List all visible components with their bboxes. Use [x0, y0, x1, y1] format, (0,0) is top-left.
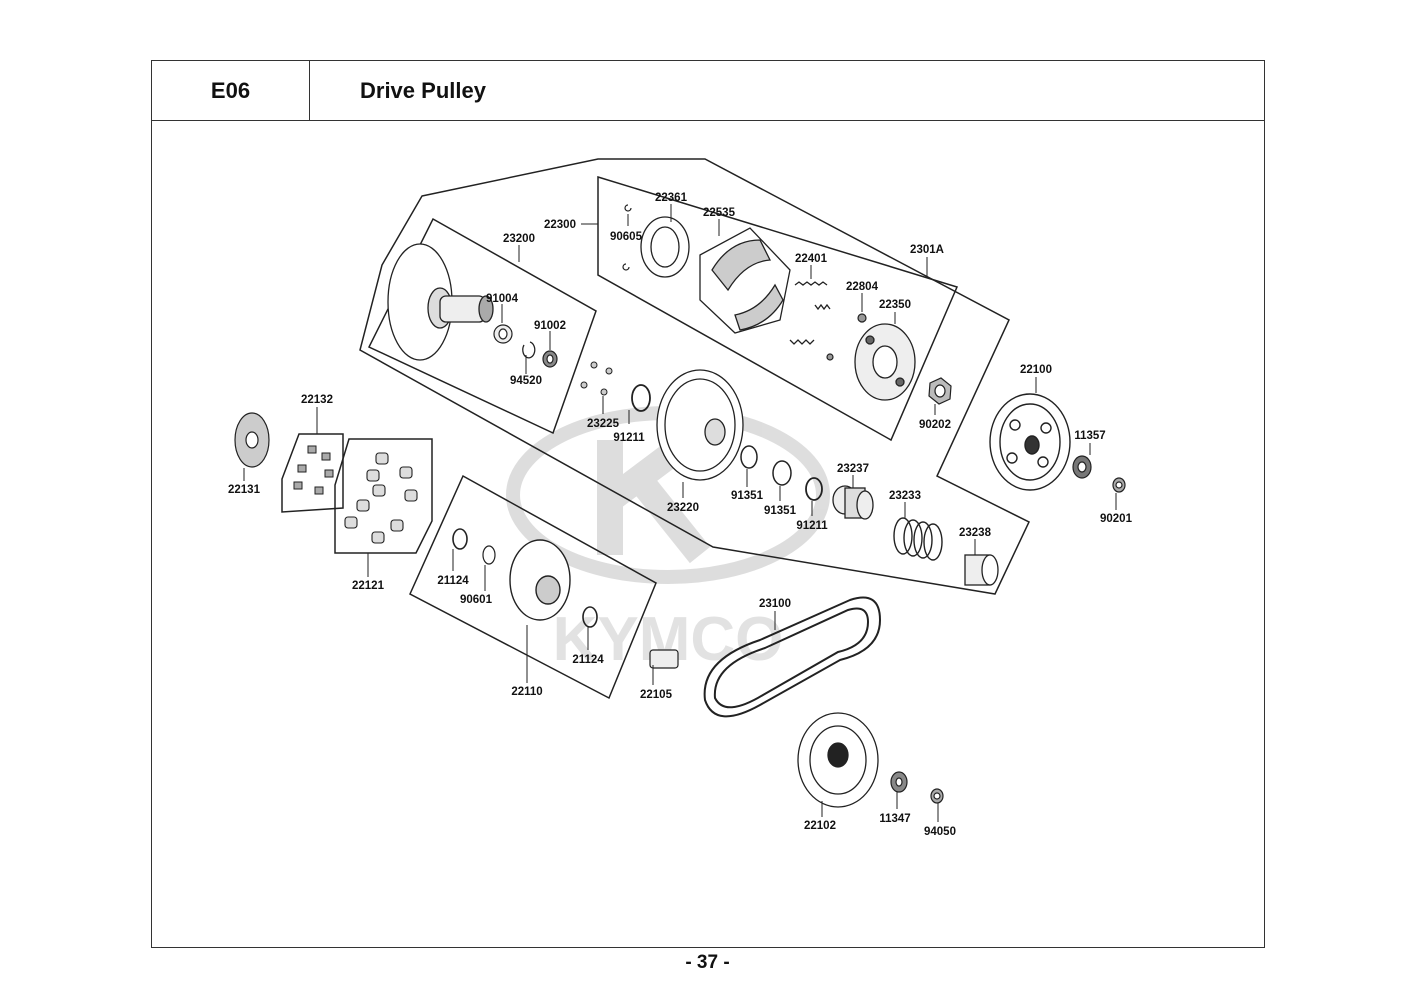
part-23220-driven-face: [656, 369, 744, 481]
outline-22121: [334, 438, 433, 554]
part-21124-washer-b: [582, 606, 598, 628]
label-91351-a: 91351: [731, 490, 764, 502]
part-22100-clutch-bell: [989, 393, 1071, 491]
outline-22132: [281, 433, 344, 513]
label-91211-b: 91211: [796, 520, 828, 532]
part-11357-bearing: [1072, 455, 1092, 479]
label-23220: 23220: [667, 502, 699, 514]
diagram-frame: [151, 120, 1265, 948]
part-91211-oring-a: [631, 384, 651, 412]
part-91004-collar: [493, 324, 513, 344]
part-22131-ramp-plate: [234, 412, 270, 468]
label-21124-b: 21124: [572, 654, 604, 666]
label-23200: 23200: [503, 233, 535, 245]
label-94520: 94520: [510, 375, 542, 387]
part-23200-drive-face: [387, 243, 494, 361]
part-22804-bolt: [826, 313, 867, 361]
page-number: - 37 -: [685, 952, 730, 973]
label-21124-a: 21124: [437, 575, 469, 587]
part-94050-nut: [930, 788, 944, 804]
part-22102-fan: [797, 712, 879, 808]
label-22100: 22100: [1020, 364, 1052, 376]
label-91211-a: 91211: [613, 432, 645, 444]
part-91211-oring-b: [805, 477, 823, 501]
part-22535-clutch-shoes: [699, 227, 791, 334]
part-22401-springs: [789, 281, 831, 345]
label-22535: 22535: [703, 207, 736, 219]
label-22350: 22350: [879, 299, 911, 311]
label-11347: 11347: [879, 813, 910, 825]
label-22401: 22401: [795, 253, 828, 265]
label-22105: 22105: [640, 689, 673, 701]
part-22350-clutch-plate: [854, 323, 916, 401]
part-labels: 23200 22300 22361 22535 90605 22401 2301…: [228, 192, 1133, 838]
part-91002-seal: [542, 350, 558, 368]
label-90201: 90201: [1100, 513, 1133, 525]
label-11357: 11357: [1074, 430, 1105, 442]
label-90601: 90601: [460, 594, 493, 606]
part-23100-belt: [703, 596, 882, 718]
label-91002: 91002: [534, 320, 566, 332]
part-11347-bearing: [890, 771, 908, 793]
label-22102: 22102: [804, 820, 836, 832]
part-90605-clips: [622, 204, 632, 271]
part-91351-seals: [740, 445, 792, 486]
label-23233: 23233: [889, 490, 921, 502]
part-23233-spring: [893, 517, 943, 561]
label-91351-b: 91351: [764, 505, 797, 517]
label-22110: 22110: [511, 686, 542, 698]
part-22105-bushing: [649, 649, 679, 669]
section-title-text: Drive Pulley: [360, 78, 486, 103]
outline-22300: [597, 175, 959, 442]
label-90605: 90605: [610, 231, 643, 243]
label-22361: 22361: [655, 192, 688, 204]
leader-lines: [243, 204, 1117, 822]
label-22300: 22300: [544, 219, 576, 231]
label-94050: 94050: [924, 826, 956, 838]
part-23225-pins: [580, 361, 613, 396]
part-90601-ring: [482, 545, 496, 565]
label-22132: 22132: [301, 394, 333, 406]
section-title: Drive Pulley: [309, 60, 1265, 121]
outline-2301a: [359, 158, 1030, 595]
label-23225: 23225: [587, 418, 620, 430]
label-22121: 22121: [352, 580, 385, 592]
part-22132-sliders: [293, 445, 334, 495]
part-22361-plate: [640, 216, 690, 278]
label-23237: 23237: [837, 463, 869, 475]
part-23238-collar: [964, 554, 999, 586]
part-22110-movable-face: [509, 539, 571, 621]
label-23100: 23100: [759, 598, 791, 610]
label-2301A: 2301A: [910, 244, 944, 256]
label-22804: 22804: [846, 281, 879, 293]
label-91004: 91004: [486, 293, 519, 305]
outline-22110: [409, 474, 657, 700]
label-90202: 90202: [919, 419, 951, 431]
part-22121-weight-rollers: [344, 452, 418, 544]
part-90202-nut: [928, 377, 952, 405]
part-90201-nut: [1112, 477, 1126, 493]
part-94520-clip: [522, 341, 536, 359]
label-23238: 23238: [959, 527, 992, 539]
part-21124-washer-a: [452, 528, 468, 550]
group-outlines: [281, 158, 1030, 700]
part-23237-guide: [832, 485, 874, 520]
label-22131: 22131: [228, 484, 261, 496]
